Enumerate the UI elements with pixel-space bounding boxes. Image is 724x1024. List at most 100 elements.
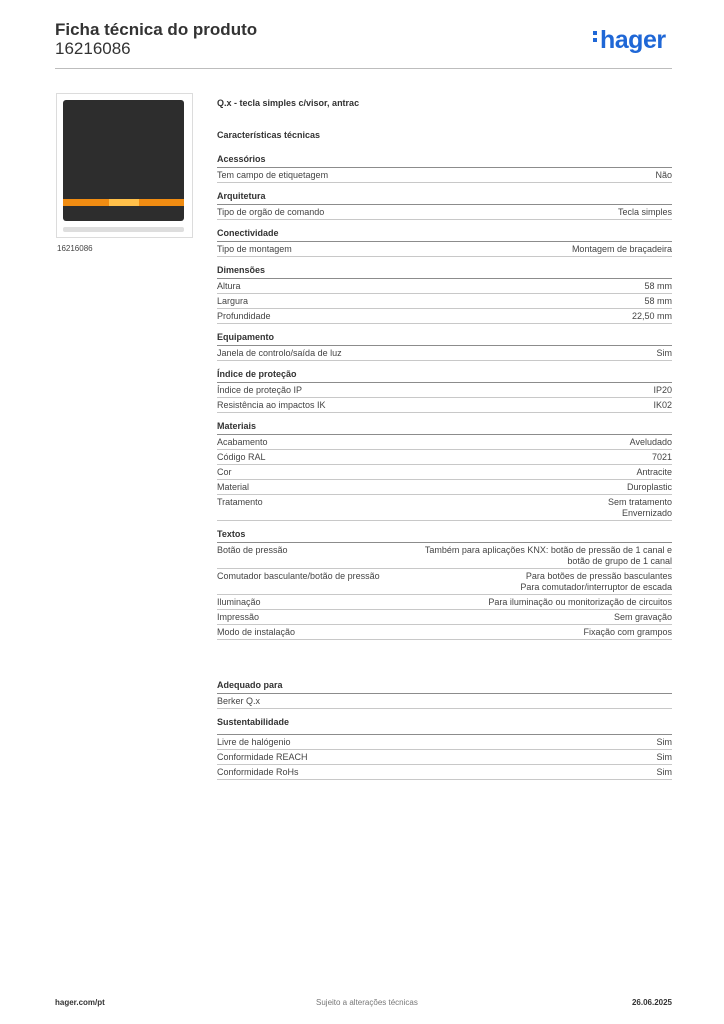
spec-label: Tem campo de etiquetagem: [217, 170, 329, 180]
spec-value-line: Sem tratamento: [607, 497, 672, 507]
spec-value: Montagem de braçadeira: [572, 244, 672, 255]
spec-value-line: Envernizado: [621, 508, 672, 518]
spec-group-title: Conectividade: [217, 228, 672, 242]
spec-group-title: Índice de proteção: [217, 369, 672, 383]
spec-group-title: Equipamento: [217, 332, 672, 346]
spec-row: Iluminação Para iluminação ou monitorizaç…: [217, 595, 672, 610]
spec-row: Modo de instalação Fixação com grampos: [217, 625, 672, 640]
spec-value: 58 mm: [644, 281, 672, 292]
spec-row: Botão de pressão Também para aplicações K…: [217, 543, 672, 569]
spec-label: Tipo de orgão de comando: [217, 207, 325, 217]
spec-value-line: Tecla simples: [617, 207, 672, 217]
spec-value-line: Sim: [656, 348, 673, 358]
spec-group-title: Materiais: [217, 421, 672, 435]
logo-text: hager: [600, 26, 666, 54]
footer-note: Sujeito a alterações técnicas: [316, 998, 418, 1007]
spec-value-line: 58 mm: [644, 296, 672, 306]
spec-label: Acabamento: [217, 437, 268, 447]
product-reference: 16216086: [55, 39, 131, 58]
spec-value: Sim: [657, 348, 673, 359]
section-title: Características técnicas: [217, 130, 321, 140]
spec-value-line: Antracite: [636, 467, 672, 477]
spec-label: Largura: [217, 296, 249, 306]
spec-value: IP20: [653, 385, 672, 396]
spec-value-line: Fixação com grampos: [583, 627, 672, 637]
led-highlight: [109, 199, 139, 206]
spec-value-line: Para iluminação ou monitorização de circ…: [488, 597, 672, 607]
spec-label: Cor: [217, 467, 232, 477]
logo-dots-icon: [593, 28, 598, 45]
spec-value: Sim: [657, 752, 673, 763]
spec-label: Janela de controlo/saída de luz: [217, 348, 342, 358]
spec-value-line: IK02: [653, 400, 672, 410]
spec-group-title: Sustentabilidade: [217, 717, 672, 735]
spec-value-line: Aveludado: [629, 437, 672, 447]
spec-value: IK02: [653, 400, 672, 411]
spec-group-title: Acessórios: [217, 154, 672, 168]
page-title: Ficha técnica do produto: [55, 20, 258, 39]
spec-value: Tecla simples: [618, 207, 672, 218]
header-divider: [55, 68, 672, 69]
spec-label: Berker Q.x: [217, 696, 261, 706]
spec-group-title: Arquitetura: [217, 191, 672, 205]
spec-value: Antracite: [636, 467, 672, 478]
spec-label: Botão de pressão: [217, 545, 288, 555]
spec-label: Tipo de montagem: [217, 244, 292, 254]
spec-content: Q.x - tecla simples c/visor, antrac Cara…: [217, 98, 672, 788]
spec-row: Comutador basculante/botão de pressão Par…: [217, 569, 672, 595]
spec-value: Para iluminação ou monitorização de circ…: [488, 597, 672, 608]
spec-row: Tipo de montagem Montagem de braçadeira: [217, 242, 672, 257]
spec-label: Índice de proteção IP: [217, 385, 303, 395]
spec-value: Não: [655, 170, 672, 181]
spec-row: Impressão Sem gravação: [217, 610, 672, 625]
spec-row: Conformidade REACH Sim: [217, 750, 672, 765]
spec-value: Sim: [657, 767, 673, 778]
spec-label: Profundidade: [217, 311, 271, 321]
spec-group-title: Adequado para: [217, 680, 672, 694]
spec-value-line: IP20: [653, 385, 672, 395]
spec-value-line: Para botões de pressão basculantes: [525, 571, 672, 581]
product-name: Q.x - tecla simples c/visor, antrac: [217, 98, 360, 108]
spec-label: Iluminação: [217, 597, 261, 607]
spec-group-title: Dimensões: [217, 265, 672, 279]
spec-value: Também para aplicações KNX: botão de pre…: [425, 545, 672, 567]
spec-value: Sem gravação: [614, 612, 672, 623]
footer-website[interactable]: hager.com/pt: [55, 998, 105, 1007]
spec-value-line: Sim: [656, 752, 673, 762]
spec-value: 58 mm: [644, 296, 672, 307]
footer-date: 26.06.2025: [631, 998, 672, 1007]
spec-value-line: botão de grupo de 1 canal: [567, 556, 672, 566]
spec-label: Comutador basculante/botão de pressão: [217, 571, 380, 581]
spec-row: Índice de proteção IP IP20: [217, 383, 672, 398]
spec-value-line: Também para aplicações KNX: botão de pre…: [424, 545, 672, 555]
spec-row: Janela de controlo/saída de luz Sim: [217, 346, 672, 361]
spec-label: Material: [217, 482, 250, 492]
spec-label: Altura: [217, 281, 241, 291]
switch-rocker-icon: [63, 100, 184, 221]
spec-label: Modo de instalação: [217, 627, 296, 637]
spec-value-line: Sim: [656, 737, 673, 747]
spec-value-line: Sim: [656, 767, 673, 777]
spec-label: Impressão: [217, 612, 260, 622]
spec-value-line: Sem gravação: [613, 612, 672, 622]
spec-value: Aveludado: [630, 437, 672, 448]
spec-label: Conformidade REACH: [217, 752, 308, 762]
spec-row: Acabamento Aveludado: [217, 435, 672, 450]
spec-value: Sim: [657, 737, 673, 748]
